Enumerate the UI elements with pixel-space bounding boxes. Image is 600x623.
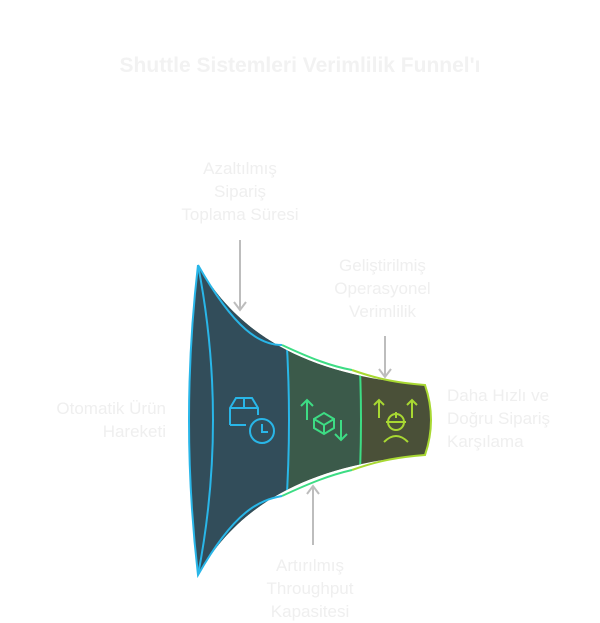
label-line: Hareketi [102,422,166,441]
callout-label-reduced-picking-time: Azaltılmış Sipariş Toplama Süresi [150,157,330,226]
label-line: Azaltılmış [203,159,277,178]
label-line: Doğru Sipariş [447,409,550,428]
label-line: Throughput [266,579,354,598]
callout-arrow-3 [306,484,320,545]
label-line: Geliştirilmiş [339,256,426,275]
label-line: Artırılmış [276,556,344,575]
label-line: Sipariş [214,182,266,201]
diagram-title: Shuttle Sistemleri Verimlilik Funnel'ı [119,54,481,77]
stage-2-label: Artırılmış Throughput Kapasitesi [230,554,390,623]
callout-arrow-1 [233,240,247,312]
label-line: Operasyonel [334,279,431,298]
callout-arrow-2 [378,336,392,379]
label-line: Toplama Süresi [181,205,299,224]
stage-1-label: Otomatik Ürün Hareketi [20,397,166,443]
callout-label-operational-efficiency: Geliştirilmiş Operasyonel Verimlilik [300,254,465,323]
box-up-down-arrows-icon [300,398,348,442]
box-clock-icon [229,397,275,444]
label-line: Karşılama [447,432,524,451]
label-line: Daha Hızlı ve [447,386,550,405]
stage-3-label: Daha Hızlı ve Doğru Sipariş Karşılama [447,384,597,453]
label-line: Kapasitesi [270,602,350,621]
worker-up-arrows-icon [373,398,418,443]
label-line: Verimlilik [348,302,417,321]
label-line: Otomatik Ürün [56,399,166,418]
